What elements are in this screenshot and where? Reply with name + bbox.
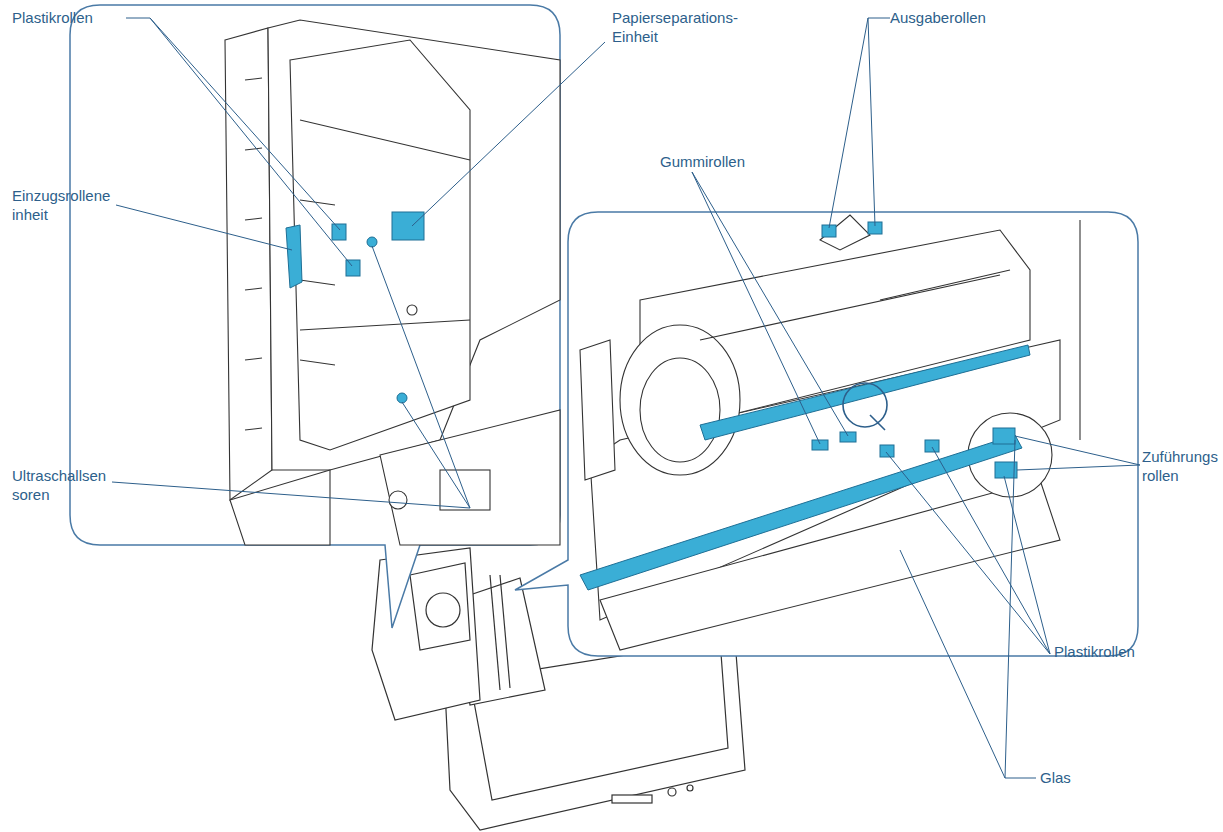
callout-label: Einzugsrollene inheit [12,186,118,224]
highlighted-parts [580,222,1030,590]
zoom-panel [515,212,1138,656]
highlighted-parts [286,212,424,403]
callout-label: Zuführungs rollen [1142,447,1222,485]
callout-label: Plastikrollen [12,8,132,27]
adf-cover [225,20,560,545]
callout-label: Gummirollen [660,152,770,171]
callout-label: Ausgaberollen [890,8,1010,27]
detail-circle [843,383,887,430]
callout-label: Plastikrollen [1054,642,1174,661]
callout-label: Papierseparations- Einheit [612,8,747,46]
leader-line [112,18,1140,778]
scanner-interior [580,215,1080,650]
callout-label: Glas [1040,768,1100,787]
callout-label: Ultraschallsen soren [12,466,116,504]
zoom-panel [70,5,560,628]
